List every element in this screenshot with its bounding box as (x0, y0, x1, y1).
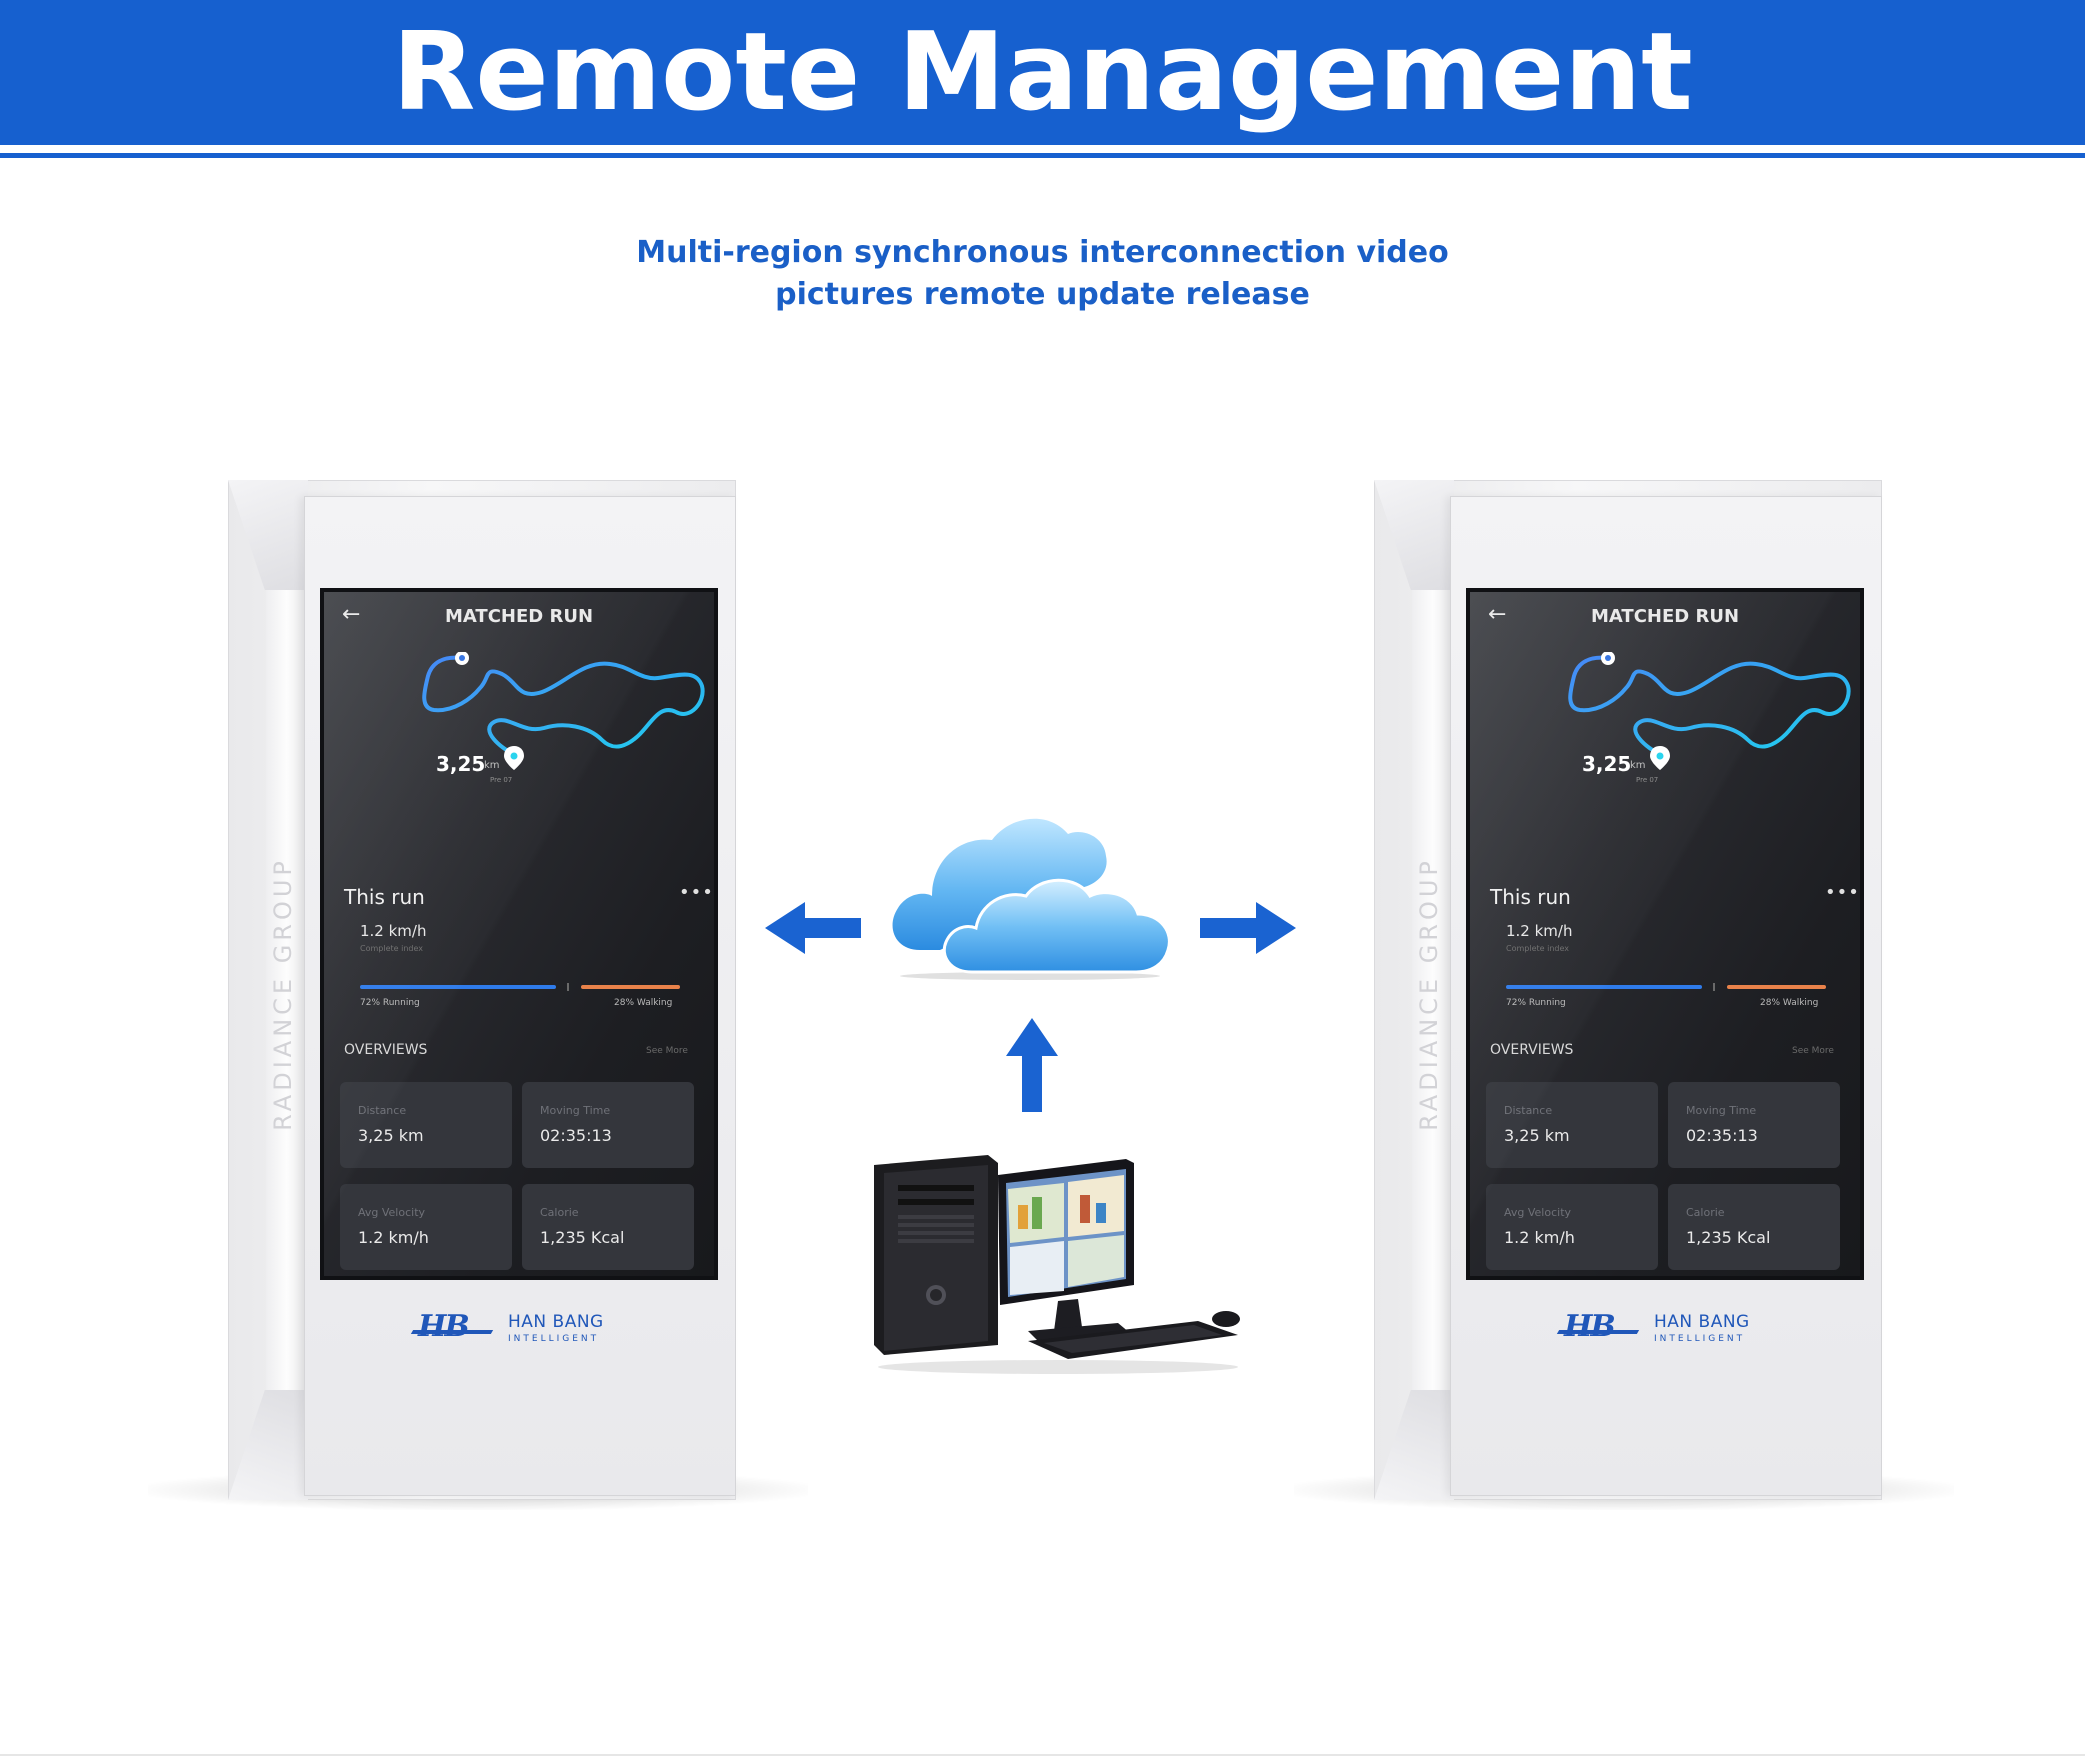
tile-label: Distance (358, 1104, 407, 1117)
tile-distance[interactable]: Distance 3,25 km (340, 1082, 512, 1168)
page-title: Remote Management (392, 9, 1693, 135)
cloud-icon (892, 818, 1171, 980)
tile-label: Moving Time (540, 1104, 611, 1117)
kiosk-side-text: RADIANCE GROUP (1415, 857, 1443, 1131)
running-bar (1506, 985, 1702, 989)
walking-label: 28% Walking (614, 998, 673, 1008)
tile-value: 3,25 km (1504, 1126, 1570, 1145)
tile-label: Moving Time (1686, 1104, 1757, 1117)
tile-value: 02:35:13 (540, 1126, 612, 1145)
more-icon[interactable]: ••• (1825, 882, 1860, 903)
tile-value: 02:35:13 (1686, 1126, 1758, 1145)
distance-unit: km (1630, 760, 1646, 771)
header-divider (0, 153, 2085, 158)
back-arrow-icon[interactable]: ← (1488, 602, 1507, 627)
tile-label: Avg Velocity (358, 1206, 426, 1219)
speed-sub: Complete index (360, 944, 423, 953)
tile-label: Calorie (1686, 1206, 1725, 1219)
tile-value: 1,235 Kcal (1686, 1228, 1771, 1247)
tile-moving-time[interactable]: Moving Time 02:35:13 (522, 1082, 694, 1168)
see-more-link[interactable]: See More (1792, 1046, 1834, 1056)
distance-sub: Pre 07 (490, 776, 513, 784)
walking-bar (1727, 985, 1826, 989)
section-title: This run (344, 885, 425, 909)
logo-mark: HB (1564, 1309, 1616, 1344)
kiosk-left: RADIANCE GROUP ← MATCHED RUN 3,25 km Pre… (148, 480, 808, 1520)
distance-sub: Pre 07 (1636, 776, 1659, 784)
tile-avg-velocity[interactable]: Avg Velocity 1.2 km/h (1486, 1184, 1658, 1270)
route-map-icon (1568, 652, 1851, 770)
overviews-heading: OVERVIEWS (1490, 1042, 1574, 1058)
tile-calorie[interactable]: Calorie 1,235 Kcal (1668, 1184, 1840, 1270)
bottom-divider (0, 1754, 2085, 1756)
desktop-computer-icon (874, 1155, 1240, 1374)
bar-divider (1713, 983, 1715, 991)
kiosk-side-bar (1412, 590, 1454, 1390)
subtitle-line-2: pictures remote update release (775, 277, 1310, 312)
arrow-right-icon (1200, 902, 1296, 954)
logo-swoosh (1556, 1330, 1640, 1334)
distance-value: 3,25 (436, 752, 486, 776)
kiosk-screen[interactable]: ← MATCHED RUN 3,25 km Pre 07 This run ••… (320, 588, 718, 1280)
walking-label: 28% Walking (1760, 998, 1819, 1008)
running-label: 72% Running (1506, 998, 1566, 1008)
logo-name: HAN BANG (508, 1312, 604, 1332)
screen-title: MATCHED RUN (444, 606, 594, 627)
tile-value: 3,25 km (358, 1126, 424, 1145)
arrow-left-icon (765, 902, 861, 954)
page-subtitle: Multi-region synchronous interconnection… (0, 232, 2085, 316)
arrow-up-icon (1006, 1018, 1058, 1112)
more-icon[interactable]: ••• (679, 882, 714, 903)
tile-calorie[interactable]: Calorie 1,235 Kcal (522, 1184, 694, 1270)
han-bang-logo: HB HAN BANG INTELLIGENT (410, 1309, 638, 1350)
section-title: This run (1490, 885, 1571, 909)
screen-title: MATCHED RUN (1590, 606, 1740, 627)
tile-label: Distance (1504, 1104, 1553, 1117)
logo-mark: HB (418, 1309, 470, 1344)
walking-bar (581, 985, 680, 989)
tile-value: 1,235 Kcal (540, 1228, 625, 1247)
logo-name: HAN BANG (1654, 1312, 1750, 1332)
kiosk-side-text: RADIANCE GROUP (269, 857, 297, 1131)
kiosk-right: RADIANCE GROUP ← MATCHED RUN 3,25 km Pre… (1294, 480, 1954, 1520)
distance-value: 3,25 (1582, 752, 1632, 776)
logo-swoosh (410, 1330, 494, 1334)
tile-label: Avg Velocity (1504, 1206, 1572, 1219)
route-map-icon (422, 652, 705, 770)
speed-value: 1.2 km/h (360, 922, 427, 940)
speed-sub: Complete index (1506, 944, 1569, 953)
han-bang-logo: HB HAN BANG INTELLIGENT (1556, 1309, 1784, 1350)
tile-value: 1.2 km/h (1504, 1228, 1575, 1247)
running-label: 72% Running (360, 998, 420, 1008)
header-band: Remote Management (0, 0, 2085, 145)
tile-avg-velocity[interactable]: Avg Velocity 1.2 km/h (340, 1184, 512, 1270)
running-bar (360, 985, 556, 989)
bar-divider (567, 983, 569, 991)
back-arrow-icon[interactable]: ← (342, 602, 361, 627)
tile-moving-time[interactable]: Moving Time 02:35:13 (1668, 1082, 1840, 1168)
see-more-link[interactable]: See More (646, 1046, 688, 1056)
logo-sub: INTELLIGENT (1654, 1334, 1746, 1344)
tile-distance[interactable]: Distance 3,25 km (1486, 1082, 1658, 1168)
tile-value: 1.2 km/h (358, 1228, 429, 1247)
kiosk-side-bar (266, 590, 308, 1390)
tile-label: Calorie (540, 1206, 579, 1219)
kiosk-screen[interactable]: ← MATCHED RUN 3,25 km Pre 07 This run ••… (1466, 588, 1864, 1280)
overviews-heading: OVERVIEWS (344, 1042, 428, 1058)
distance-unit: km (484, 760, 500, 771)
subtitle-line-1: Multi-region synchronous interconnection… (636, 235, 1449, 270)
speed-value: 1.2 km/h (1506, 922, 1573, 940)
logo-sub: INTELLIGENT (508, 1334, 600, 1344)
